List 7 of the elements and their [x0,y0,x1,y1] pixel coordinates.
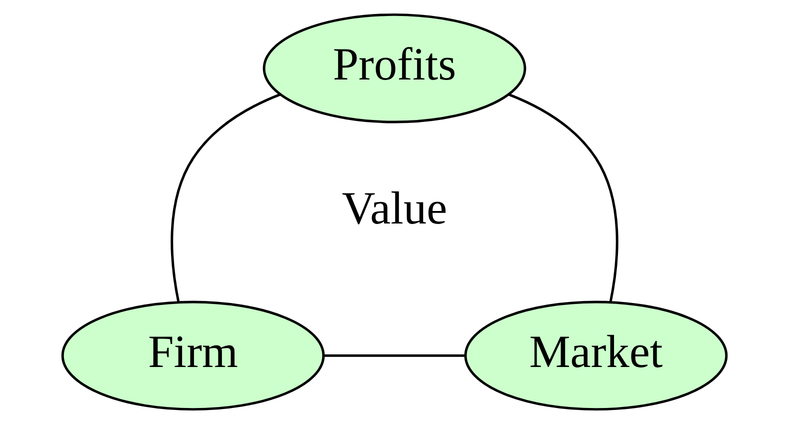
connector [170,93,281,302]
label: Value [342,182,448,234]
node-ellipse: Market [464,300,728,411]
connector [508,93,618,302]
node-ellipse: Profits [262,13,526,124]
node-ellipse: Firm [61,300,325,411]
connector [324,354,466,357]
